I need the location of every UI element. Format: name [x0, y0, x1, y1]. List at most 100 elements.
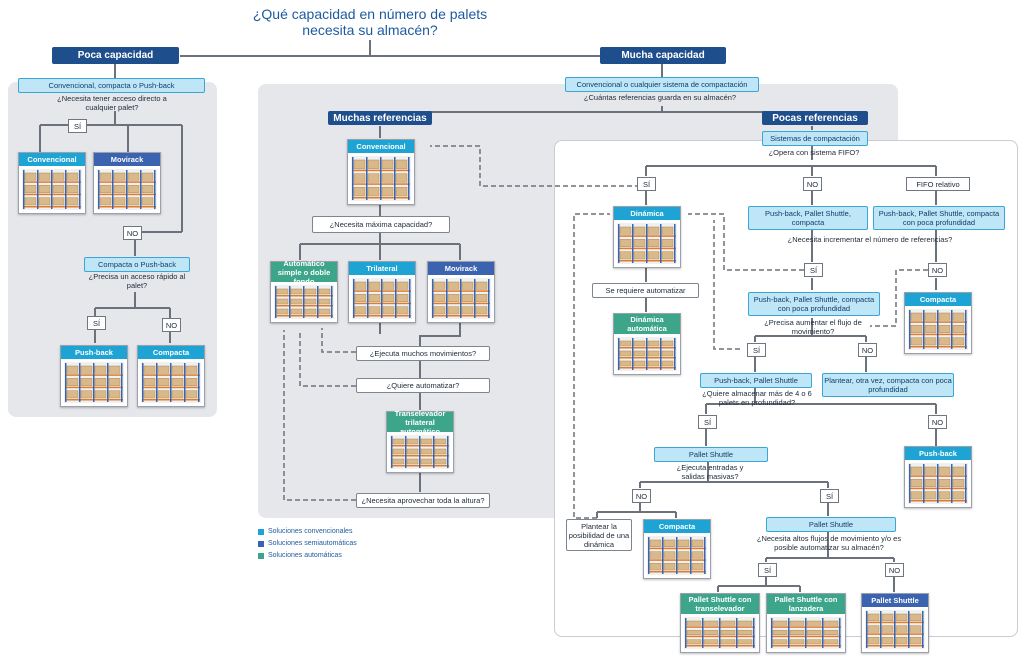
max-capacity-question: ¿Necesita máxima capacidad? [312, 216, 450, 233]
card-convencional-many[interactable]: Convencional [347, 139, 415, 205]
card-title: Transelevador trilateral automático [387, 409, 453, 436]
card-pushback-left[interactable]: Push-back [60, 345, 128, 407]
rack-image [352, 278, 412, 319]
legend-swatch [258, 552, 264, 559]
card-title: Compacta [644, 520, 710, 533]
compacta-pushback-box[interactable]: Compacta o Push-back [84, 257, 190, 272]
rack-image [908, 309, 968, 350]
flux-si-tag: SÍ [747, 343, 766, 357]
card-ps-transelevador[interactable]: Pallet Shuttle con transelevador [680, 593, 760, 653]
card-convencional-left[interactable]: Convencional [18, 152, 86, 214]
card-automatico[interactable]: Automático simple o doble fondo [270, 259, 338, 323]
card-title: Convencional [348, 140, 414, 153]
card-title: Dinámica automática [614, 314, 680, 334]
fifo-question: ¿Opera con sistema FIFO? [768, 148, 860, 157]
massive-io-question: ¿Ejecuta entradas y salidas masivas? [676, 463, 744, 481]
legend-swatch [258, 540, 264, 547]
depth-question: ¿Quiere almacenar más de 4 o 6 palets en… [702, 389, 812, 407]
left-si-tag: SÍ [68, 119, 87, 133]
high-option-box[interactable]: Convencional o cualquier sistema de comp… [565, 77, 759, 92]
movements-question: ¿Ejecuta muchos movimientos? [356, 346, 490, 361]
option-d-box[interactable]: Push-back, Pallet Shuttle [700, 373, 812, 388]
card-compacta-few-2[interactable]: Compacta [643, 519, 711, 579]
card-compacta-few[interactable]: Compacta [904, 292, 972, 354]
few-references-header[interactable]: Pocas referencias [762, 111, 868, 125]
plantear-dinamica-box: Plantear la posibilidad de una dinámica [566, 519, 632, 551]
card-pushback-few[interactable]: Push-back [904, 446, 972, 508]
flow-si-tag: SÍ [758, 563, 777, 577]
rack-image [351, 156, 411, 201]
card-movirack-left[interactable]: Movirack [93, 152, 161, 214]
card-title: Movirack [94, 153, 160, 166]
compaction-systems-box[interactable]: Sistemas de compactación [762, 131, 868, 146]
rack-image [97, 169, 157, 210]
depth-no-tag: NO [928, 415, 947, 429]
card-title: Dinámica [614, 207, 680, 220]
rack-image [390, 435, 450, 469]
card-title: Compacta [905, 293, 971, 306]
card-dinamica-automatica[interactable]: Dinámica automática [613, 313, 681, 375]
card-title: Automático simple o doble fondo [271, 259, 337, 286]
left-si-tag-2: SÍ [87, 316, 106, 330]
card-transelevador[interactable]: Transelevador trilateral automático [386, 409, 454, 473]
rack-image [865, 610, 925, 649]
low-option-box[interactable]: Convencional, compacta o Push-back [18, 78, 205, 93]
many-references-header[interactable]: Muchas referencias [328, 111, 432, 125]
rack-image [274, 285, 334, 319]
depth-si-tag: SÍ [698, 415, 717, 429]
rack-image [617, 223, 677, 264]
legend-conventional: Soluciones convencionales [258, 528, 352, 535]
page-title: ¿Qué capacidad en número de palets neces… [252, 6, 488, 38]
option-b-box[interactable]: Push-back, Pallet Shuttle, compacta con … [873, 206, 1005, 230]
rack-image [141, 362, 201, 403]
automate-question: ¿Quiere automatizar? [356, 378, 490, 393]
pallet-shuttle-box-2[interactable]: Pallet Shuttle [766, 517, 896, 532]
legend-label: Soluciones convencionales [268, 528, 353, 535]
rack-image [684, 617, 756, 649]
card-title: Movirack [428, 262, 494, 275]
option-e-box[interactable]: Plantear, otra vez, compacta con poca pr… [822, 373, 954, 397]
flux-no-tag: NO [858, 343, 877, 357]
inc-si-tag: SÍ [804, 263, 823, 277]
card-title: Pallet Shuttle [862, 594, 928, 607]
card-pallet-shuttle[interactable]: Pallet Shuttle [861, 593, 929, 653]
rack-image [770, 617, 842, 649]
card-ps-lanzadera[interactable]: Pallet Shuttle con lanzadera [766, 593, 846, 653]
mass-si-tag: SÍ [820, 489, 839, 503]
inc-no-tag: NO [928, 263, 947, 277]
card-title: Convencional [19, 153, 85, 166]
card-title: Push-back [61, 346, 127, 359]
direct-access-question: ¿Necesita tener acceso directo a cualqui… [57, 94, 167, 112]
card-title: Pallet Shuttle con lanzadera [767, 594, 845, 614]
option-c-box[interactable]: Push-back, Pallet Shuttle, compacta con … [748, 292, 880, 316]
rack-image [22, 169, 82, 210]
rack-image [908, 463, 968, 504]
card-trilateral[interactable]: Trilateral [348, 261, 416, 323]
quick-access-question: ¿Precisa un acceso rápido al palet? [88, 272, 186, 290]
high-capacity-header[interactable]: Mucha capacidad [600, 47, 726, 64]
card-movirack-many[interactable]: Movirack [427, 261, 495, 323]
pallet-shuttle-box[interactable]: Pallet Shuttle [654, 447, 768, 462]
mass-no-tag: NO [632, 489, 651, 503]
rack-image [617, 337, 677, 371]
rack-image [64, 362, 124, 403]
rack-image [647, 536, 707, 575]
card-title: Pallet Shuttle con transelevador [681, 594, 759, 614]
automation-required-box: Se requiere automatizar [592, 283, 699, 298]
high-flow-question: ¿Necesita altos flujos de movimiento y/o… [756, 534, 902, 552]
legend-semiautomatic: Soluciones semiautomáticas [258, 540, 357, 547]
legend-automatic: Soluciones automáticas [258, 552, 342, 559]
option-a-box[interactable]: Push-back, Pallet Shuttle, compacta [748, 206, 868, 230]
left-no-tag-2: NO [162, 318, 181, 332]
low-capacity-header[interactable]: Poca capacidad [52, 47, 179, 64]
legend-swatch [258, 528, 264, 535]
left-no-tag: NO [123, 226, 142, 240]
fifo-relative-tag: FIFO relativo [906, 177, 970, 191]
legend-label: Soluciones automáticas [268, 552, 342, 559]
card-dinamica[interactable]: Dinámica [613, 206, 681, 268]
references-question: ¿Cuántas referencias guarda en su almacé… [583, 93, 737, 102]
legend-label: Soluciones semiautomáticas [268, 540, 357, 547]
card-compacta-left[interactable]: Compacta [137, 345, 205, 407]
card-title: Trilateral [349, 262, 415, 275]
